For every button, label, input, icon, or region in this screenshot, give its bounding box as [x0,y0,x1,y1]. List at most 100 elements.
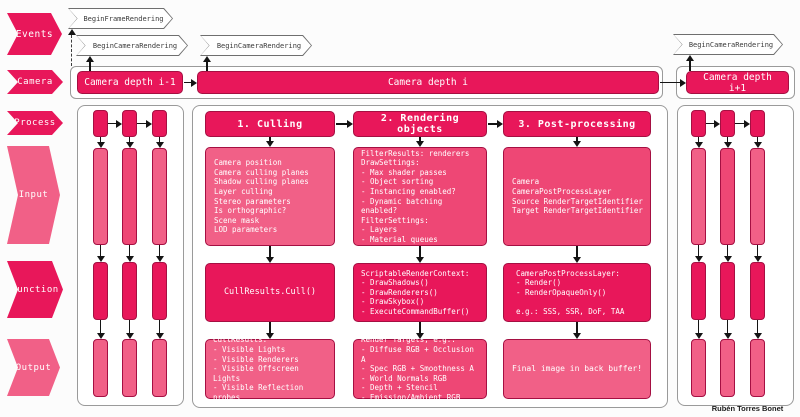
flow-arrow-line [576,137,578,142]
flow-arrowhead-down [96,256,105,262]
flow-arrowhead-down [753,333,762,339]
camera-depth-next-label: Camera depth i+1 [703,71,772,94]
flow-arrow-line [158,245,161,257]
flow-arrow-line [137,122,147,125]
flow-arrow-line [269,322,271,334]
flow-arrow-line [756,245,759,257]
prev-mini-input-box [93,148,108,245]
flow-arrowhead-right [146,119,152,128]
culling-input-box: Camera position Camera culling planes Sh… [205,147,335,246]
next-mini-process-box [691,110,706,137]
ribbon-fill [674,35,782,54]
flow-arrowhead-down [155,256,164,262]
postprocessing-function-box: CameraPostProcessLayer: - Render() - Ren… [503,263,651,322]
rendering-output-box: Render Targets, e.g.: - Diffuse RGB + Oc… [353,335,487,402]
flow-arrowhead-down [753,256,762,262]
row-label-process: Process [7,111,63,135]
row-label-events: Events [7,13,62,55]
flow-arrow-line [419,246,421,258]
flow-arrow-line [99,320,102,334]
row-label-process-text: Process [14,118,56,128]
flow-arrow-line [756,320,759,334]
row-label-function: Function [7,261,63,318]
flow-arrow-line [128,320,131,334]
flow-arrow-line [756,137,759,143]
row-label-input: Input [7,146,60,244]
flow-arrow-line [419,322,421,334]
flow-arrowhead-up [86,56,94,62]
flow-arrowhead-down [416,333,424,339]
frame-event-dashed-line [71,35,72,66]
flow-arrowhead-down [694,142,703,148]
flow-arrowhead-down [266,333,274,339]
camera-depth-prev-label: Camera depth i-1 [84,77,176,88]
flow-arrowhead-right [744,119,750,128]
camera-depth-next-box: Camera depth i+1 [686,71,789,94]
flow-arrowhead-down [96,142,105,148]
postprocessing-input-box: Camera CameraPostProcessLayer Source Ren… [503,147,651,246]
next-mini-input-box [750,148,765,245]
next-mini-output-box [750,339,765,397]
flow-arrow-line [419,137,421,142]
flow-arrow-line [726,137,729,143]
next-mini-function-box [720,262,735,320]
flow-arrow-line [697,137,700,143]
prev-mini-output-box [122,339,137,397]
author-credit: Rubén Torres Bonet [711,404,784,413]
begin-camera-rendering-next-ribbon: BeginCameraRendering [673,34,783,55]
next-mini-function-box [691,262,706,320]
flow-arrowhead-down [155,142,164,148]
rendering-input-text: FilterResults: renderers DrawSettings: -… [361,148,470,244]
prev-mini-output-box [152,339,167,397]
prev-mini-input-box [152,148,167,245]
flow-arrowhead-down [416,257,424,263]
postprocessing-header-box: 3. Post-processing [503,111,651,137]
culling-output-text: CullResults: - Visible Lights - Visible … [213,335,304,402]
flow-arrow-line [336,123,348,125]
rendering-input-box: FilterResults: renderers DrawSettings: -… [353,147,487,246]
flow-arrowhead-right [497,120,503,128]
prev-mini-process-box [122,110,137,137]
culling-title: 1. Culling [237,118,303,130]
flow-arrowhead-down [155,333,164,339]
flow-arrowhead-up [203,56,211,62]
flow-arrowhead-down [125,333,134,339]
ribbon-fill [77,36,187,55]
next-mini-process-box [720,110,735,137]
flow-arrowhead-down [723,333,732,339]
flow-arrowhead-down [573,257,581,263]
flow-arrowhead-down [416,141,424,147]
flow-arrow-line [128,245,131,257]
row-label-camera-text: Camera [17,77,53,87]
flow-arrow-line [99,245,102,257]
flow-arrowhead-right [680,78,686,87]
begin-frame-rendering-label: BeginFrameRendering [83,14,164,23]
ribbon-fill [69,9,172,28]
flow-arrowhead-down [694,333,703,339]
row-label-camera: Camera [7,70,63,94]
culling-header-box: 1. Culling [205,111,335,137]
flow-arrowhead-down [96,333,105,339]
postprocessing-input-text: Camera CameraPostProcessLayer Source Ren… [512,177,643,216]
flow-arrow-line [576,246,578,258]
flow-arrow-line [689,60,691,71]
flow-arrowhead-right [714,119,720,128]
flow-arrow-line [89,61,91,71]
rendering-title: 2. Rendering objects [380,113,460,135]
camera-depth-current-box: Camera depth i [197,71,659,94]
flow-arrow-line [269,137,271,142]
flow-arrow-line [108,122,117,125]
rendering-function-box: ScriptableRenderContext: - DrawShadows()… [353,263,487,322]
next-mini-input-box [720,148,735,245]
flow-arrow-line [128,137,131,143]
prev-mini-process-box [93,110,108,137]
culling-output-box: CullResults: - Visible Lights - Visible … [205,335,335,402]
flow-arrow-line [660,81,681,84]
flow-arrowhead-down [573,141,581,147]
begin-camera-rendering-current-ribbon: BeginCameraRendering [200,35,312,56]
culling-function-box: CullResults.Cull() [205,263,335,322]
flow-arrowhead-right [191,78,197,87]
flow-arrow-line [726,245,729,257]
flow-arrow-line [697,320,700,334]
